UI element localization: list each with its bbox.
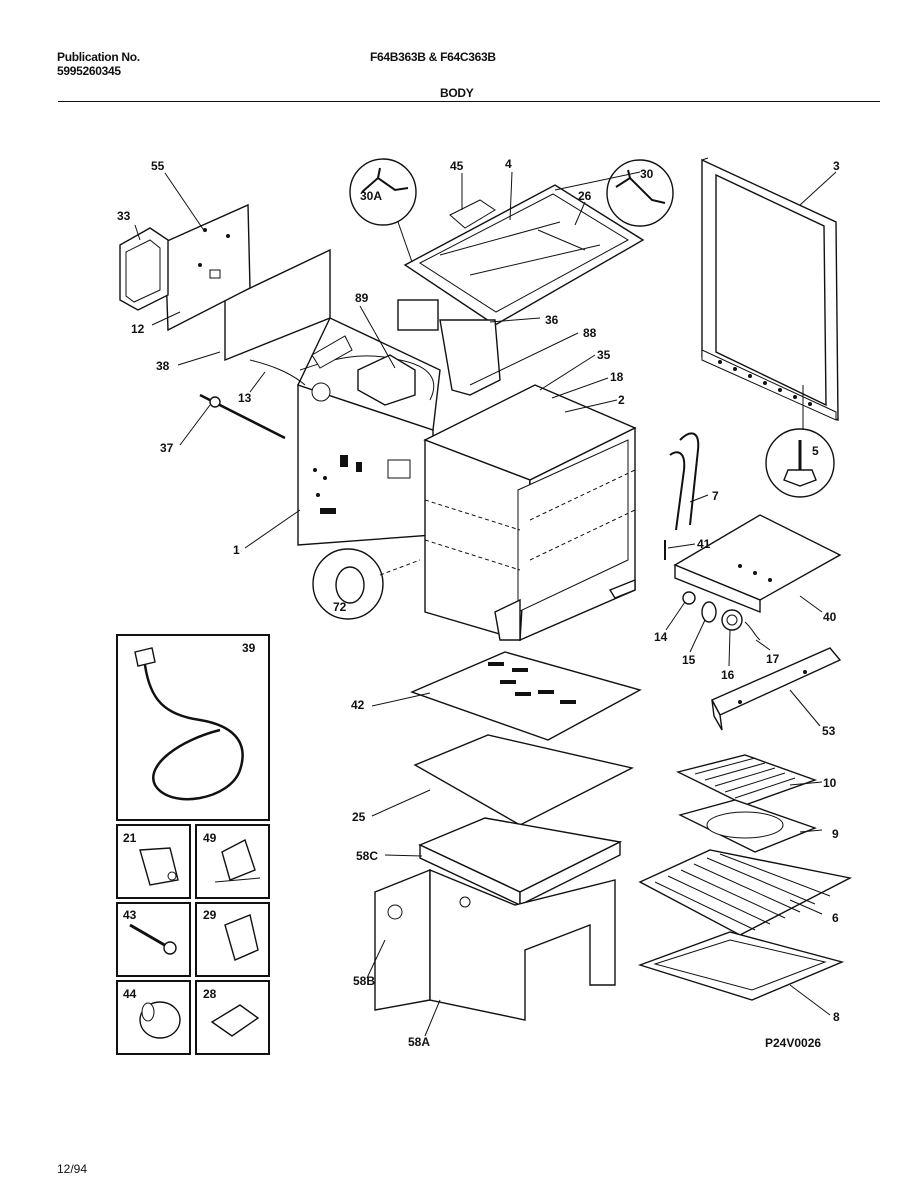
callout-35: 35 <box>597 348 611 362</box>
bottom-shield <box>413 734 635 826</box>
terminal-block <box>119 227 169 311</box>
oven-cavity <box>423 384 637 642</box>
callout-45: 45 <box>450 159 464 173</box>
drawer-top <box>418 817 623 907</box>
drawer-liner <box>637 931 845 1001</box>
callout-39: 39 <box>242 641 256 655</box>
callout-43: 43 <box>123 908 137 922</box>
broiler-shield <box>664 514 842 614</box>
footer-date: 12/94 <box>57 1162 87 1176</box>
wire-clip <box>199 393 286 440</box>
oven-rack <box>638 849 853 936</box>
callout-49: 49 <box>203 831 217 845</box>
callout-89: 89 <box>355 291 369 305</box>
callout-18: 18 <box>610 370 624 384</box>
callout-26: 26 <box>578 189 592 203</box>
callout-58c: 58C <box>356 849 378 863</box>
wiring-bracket <box>164 203 251 332</box>
bracket-30a-detail <box>349 158 417 263</box>
callout-14: 14 <box>654 630 668 644</box>
callout-15: 15 <box>682 653 696 667</box>
publication-number: 5995260345 <box>57 64 121 78</box>
callout-3: 3 <box>833 159 840 173</box>
callout-1: 1 <box>233 543 240 557</box>
callout-25: 25 <box>352 810 366 824</box>
broiler-pan <box>678 799 817 853</box>
callout-16: 16 <box>721 668 735 682</box>
callout-28: 28 <box>203 987 217 1001</box>
section-title: BODY <box>440 86 474 100</box>
callout-38: 38 <box>156 359 170 373</box>
callout-labels: 55 33 12 38 13 37 1 89 45 4 30A 26 30 36… <box>57 157 840 1176</box>
callout-58b: 58B <box>353 974 375 988</box>
bracket-30-detail <box>606 159 674 227</box>
callout-4: 4 <box>505 157 512 171</box>
header-rule <box>58 101 880 102</box>
power-cord-inset <box>116 634 270 821</box>
drawing-id: P24V0026 <box>765 1036 821 1050</box>
callout-6: 6 <box>832 911 839 925</box>
callout-30: 30 <box>640 167 654 181</box>
bracket-49-inset <box>195 824 270 899</box>
clip-29-inset <box>195 902 270 977</box>
callout-53: 53 <box>822 724 836 738</box>
callout-29: 29 <box>203 908 217 922</box>
callout-7: 7 <box>712 489 719 503</box>
leveling-leg-detail <box>765 385 835 498</box>
callout-10: 10 <box>823 776 837 790</box>
callout-41: 41 <box>697 537 711 551</box>
callout-33: 33 <box>117 209 131 223</box>
front-rail <box>711 647 842 731</box>
callout-37: 37 <box>160 441 174 455</box>
bake-element <box>669 432 700 531</box>
callout-88: 88 <box>583 326 597 340</box>
bumper-44-inset <box>116 980 191 1055</box>
callout-30a: 30A <box>360 189 382 203</box>
callout-42: 42 <box>351 698 365 712</box>
callout-44: 44 <box>123 987 137 1001</box>
top-cover <box>403 184 645 326</box>
callout-36: 36 <box>545 313 559 327</box>
callout-8: 8 <box>833 1010 840 1024</box>
callout-17: 17 <box>766 652 780 666</box>
callout-2: 2 <box>618 393 625 407</box>
drawer-body <box>374 868 616 1021</box>
leader-lines <box>134 171 837 1037</box>
clip-21-inset <box>116 824 191 899</box>
bracket-89 <box>357 299 439 406</box>
back-panel-frame <box>701 157 839 422</box>
clip-28-inset <box>195 980 270 1055</box>
grommet-detail <box>312 548 421 620</box>
screw-43-inset <box>116 902 191 977</box>
oven-bottom <box>410 651 642 741</box>
callout-5: 5 <box>812 444 819 458</box>
lamp-assembly <box>682 591 761 641</box>
callout-21: 21 <box>123 831 137 845</box>
callout-72: 72 <box>333 600 347 614</box>
callout-55: 55 <box>151 159 165 173</box>
callout-12: 12 <box>131 322 145 336</box>
wire-harness <box>249 319 501 401</box>
callout-9: 9 <box>832 827 839 841</box>
callout-58a: 58A <box>408 1035 430 1049</box>
callout-40: 40 <box>823 610 837 624</box>
model-numbers: F64B363B & F64C363B <box>370 50 496 64</box>
broiler-grid <box>675 754 818 806</box>
publication-label: Publication No. <box>57 50 140 64</box>
callout-13: 13 <box>238 391 252 405</box>
